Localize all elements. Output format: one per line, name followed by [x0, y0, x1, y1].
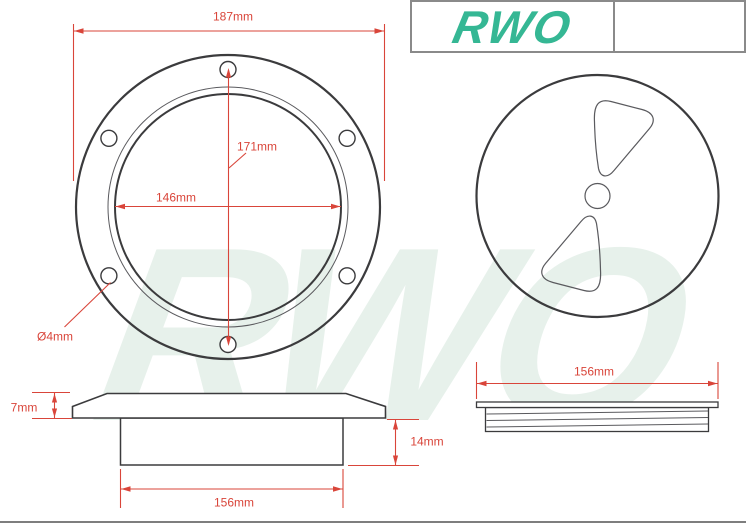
dim-label-screw-hole: Ø4mm	[37, 329, 73, 344]
brand-logo: RWO	[448, 0, 577, 53]
dim-label-overall-diameter: 187mm	[212, 9, 254, 24]
dim-label-bolt-circle: 171mm	[236, 139, 278, 154]
disc-side-lip	[475, 401, 719, 409]
arrowhead	[74, 28, 84, 34]
disc-front-view	[475, 73, 720, 319]
disc-side-thread-line	[486, 410, 709, 415]
disc-center-hole	[584, 182, 611, 210]
bolt-hole-upper-left	[100, 129, 118, 148]
arrowhead	[51, 408, 58, 418]
arrowhead	[51, 393, 58, 403]
dim-label-cover-width: 156mm	[573, 364, 615, 379]
arrowhead	[225, 68, 232, 78]
dim-label-opening-diameter: 146mm	[155, 190, 197, 205]
flange-side-view	[71, 392, 387, 466]
flange-side-body	[119, 417, 344, 466]
arrowhead	[374, 28, 384, 34]
flange-outer-circle	[74, 53, 382, 361]
disc-side-view	[475, 401, 719, 433]
disc-upper-cutout	[593, 100, 654, 177]
flange-side-plate	[71, 392, 387, 419]
bottom-border-line	[0, 521, 746, 523]
bolt-hole-lower-left	[100, 267, 118, 285]
arrowhead	[392, 420, 399, 430]
dim-label-body-depth: 14mm	[410, 434, 444, 449]
arrowhead	[392, 455, 399, 465]
arrowhead	[333, 486, 343, 492]
disc-side-thread-line	[486, 417, 709, 421]
leader-line-171	[228, 152, 247, 169]
disc-lower-cutout	[541, 215, 602, 292]
bolt-hole-lower-right	[338, 267, 356, 285]
arrowhead	[115, 203, 125, 210]
title-block-empty-cell	[613, 0, 746, 53]
arrowhead	[121, 486, 131, 492]
arrowhead	[331, 203, 341, 210]
dim-label-body-width: 156mm	[213, 495, 255, 510]
disc-side-thread-line	[486, 423, 709, 428]
disc-outer-circle	[475, 73, 720, 319]
leader-line-hole	[64, 282, 111, 328]
title-block: RWO	[410, 0, 746, 53]
arrowhead	[708, 380, 718, 387]
arrowhead	[477, 380, 487, 387]
title-block-logo-cell: RWO	[410, 0, 613, 53]
dim-label-flange-thickness: 7mm	[10, 400, 38, 415]
bolt-hole-upper-right	[338, 129, 356, 148]
dimension-lines	[32, 24, 719, 508]
arrowhead	[225, 336, 232, 346]
